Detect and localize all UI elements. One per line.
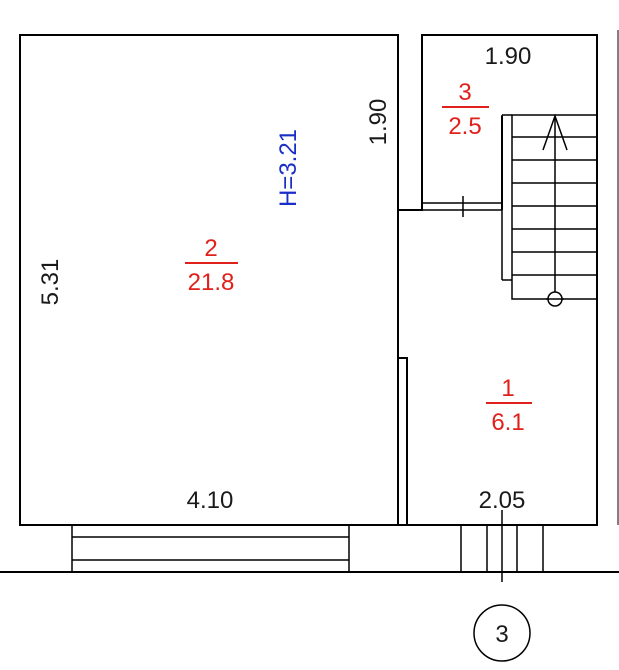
dim-bottom-right-width: 2.05 <box>479 487 526 514</box>
axis-marker-circle <box>473 604 531 662</box>
dim-left-height: 5.31 <box>37 259 64 306</box>
entrance-steps <box>460 525 544 572</box>
room-label-2: 2 21.8 <box>185 235 238 296</box>
dim-stair-room-side: 1.90 <box>365 99 392 146</box>
room-number: 3 <box>458 79 471 106</box>
room-label-1: 1 6.1 <box>486 375 532 436</box>
partition-wall-lower <box>397 357 408 526</box>
dim-top-right-width: 1.90 <box>485 43 532 70</box>
room-number: 1 <box>501 375 514 402</box>
axis-marker-label: 3 <box>495 621 508 648</box>
room-number: 2 <box>204 235 217 262</box>
room-label-3: 3 2.5 <box>442 79 489 140</box>
room-area: 6.1 <box>491 409 524 436</box>
ceiling-height-label: H=3.21 <box>275 129 302 207</box>
room-area: 21.8 <box>188 269 235 296</box>
dim-bottom-left-width: 4.10 <box>187 487 234 514</box>
stair-arrow-head-icon <box>542 113 568 151</box>
window-left <box>71 524 350 573</box>
room-area: 2.5 <box>448 113 481 140</box>
staircase <box>501 113 598 307</box>
